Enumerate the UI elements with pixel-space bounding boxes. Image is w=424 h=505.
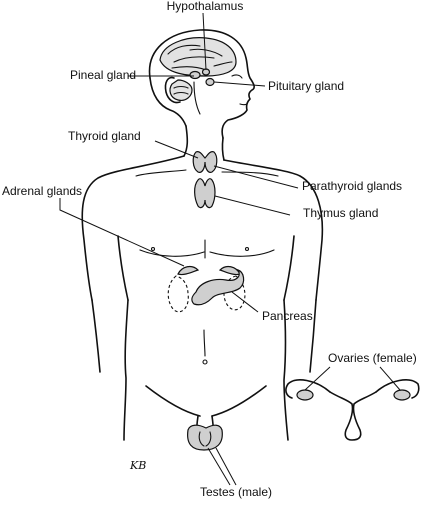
label-testes: Testes (male) xyxy=(200,485,272,499)
ovary-left xyxy=(393,389,411,401)
label-thyroid-gland: Thyroid gland xyxy=(68,129,141,143)
label-hypothalamus: Hypothalamus xyxy=(167,0,244,13)
female-reproductive-inset xyxy=(285,379,420,441)
pineal-gland xyxy=(189,70,201,80)
thyroid-gland xyxy=(192,151,218,173)
label-adrenal-glands: Adrenal glands xyxy=(2,184,82,198)
testes xyxy=(187,424,223,451)
label-pituitary-gland: Pituitary gland xyxy=(268,79,344,93)
label-pineal-gland: Pineal gland xyxy=(70,68,136,82)
pancreas xyxy=(191,268,245,306)
adrenal-gland-right xyxy=(177,265,200,276)
adrenal-gland-left xyxy=(218,265,241,276)
pituitary-gland xyxy=(205,77,215,87)
brain xyxy=(159,37,237,115)
artist-signature: KB xyxy=(129,459,146,472)
glands xyxy=(167,68,246,451)
body-outline xyxy=(81,29,324,441)
thymus-gland xyxy=(194,178,216,209)
ovary-right xyxy=(296,389,314,401)
label-parathyroid-glands: Parathyroid glands xyxy=(302,179,402,193)
label-ovaries: Ovaries (female) xyxy=(328,351,417,365)
labels: Hypothalamus Pineal gland Pituitary glan… xyxy=(2,0,417,499)
label-thymus-gland: Thymus gland xyxy=(303,206,378,220)
leader-lines xyxy=(59,12,401,486)
label-pancreas: Pancreas xyxy=(262,309,313,323)
